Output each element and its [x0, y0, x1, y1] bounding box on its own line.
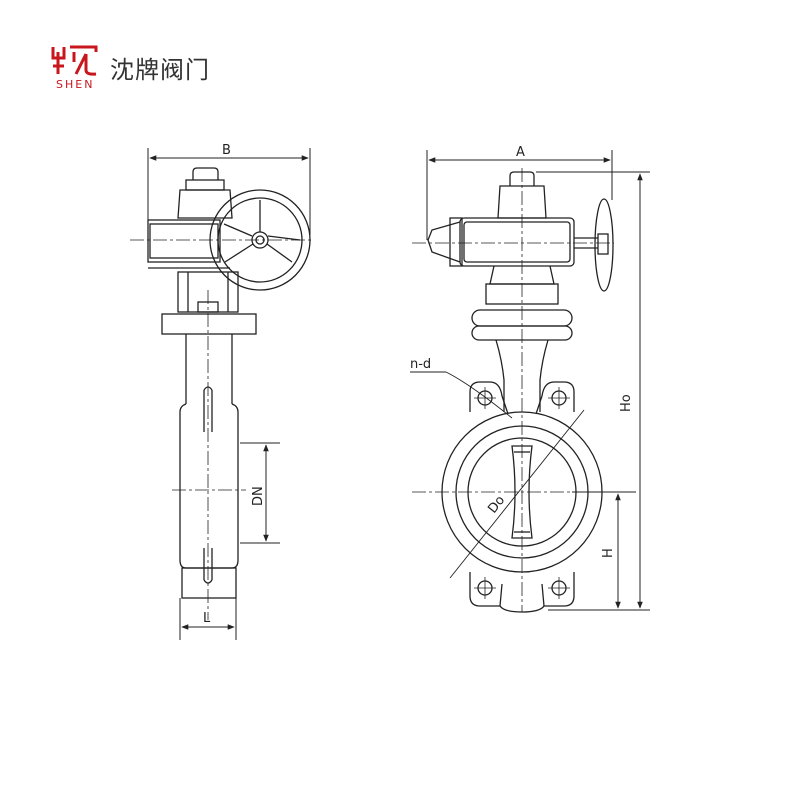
brand-mark-icon [51, 45, 98, 76]
front-view [410, 150, 650, 613]
label-DN: DN [251, 486, 266, 506]
label-L: L [203, 611, 211, 626]
label-Do: Do [485, 493, 508, 516]
label-nd: n-d [410, 357, 431, 372]
handwheel-side-icon [594, 198, 614, 292]
label-H: H [601, 548, 616, 558]
side-view [130, 148, 312, 640]
label-A: A [516, 145, 525, 160]
brand-logo: 沈牌阀门 SHEN [50, 44, 230, 94]
brand-subtitle: SHEN [56, 78, 95, 91]
label-B: B [222, 143, 231, 158]
brand-name: 沈牌阀门 [110, 56, 210, 84]
label-Ho: Ho [619, 394, 634, 412]
